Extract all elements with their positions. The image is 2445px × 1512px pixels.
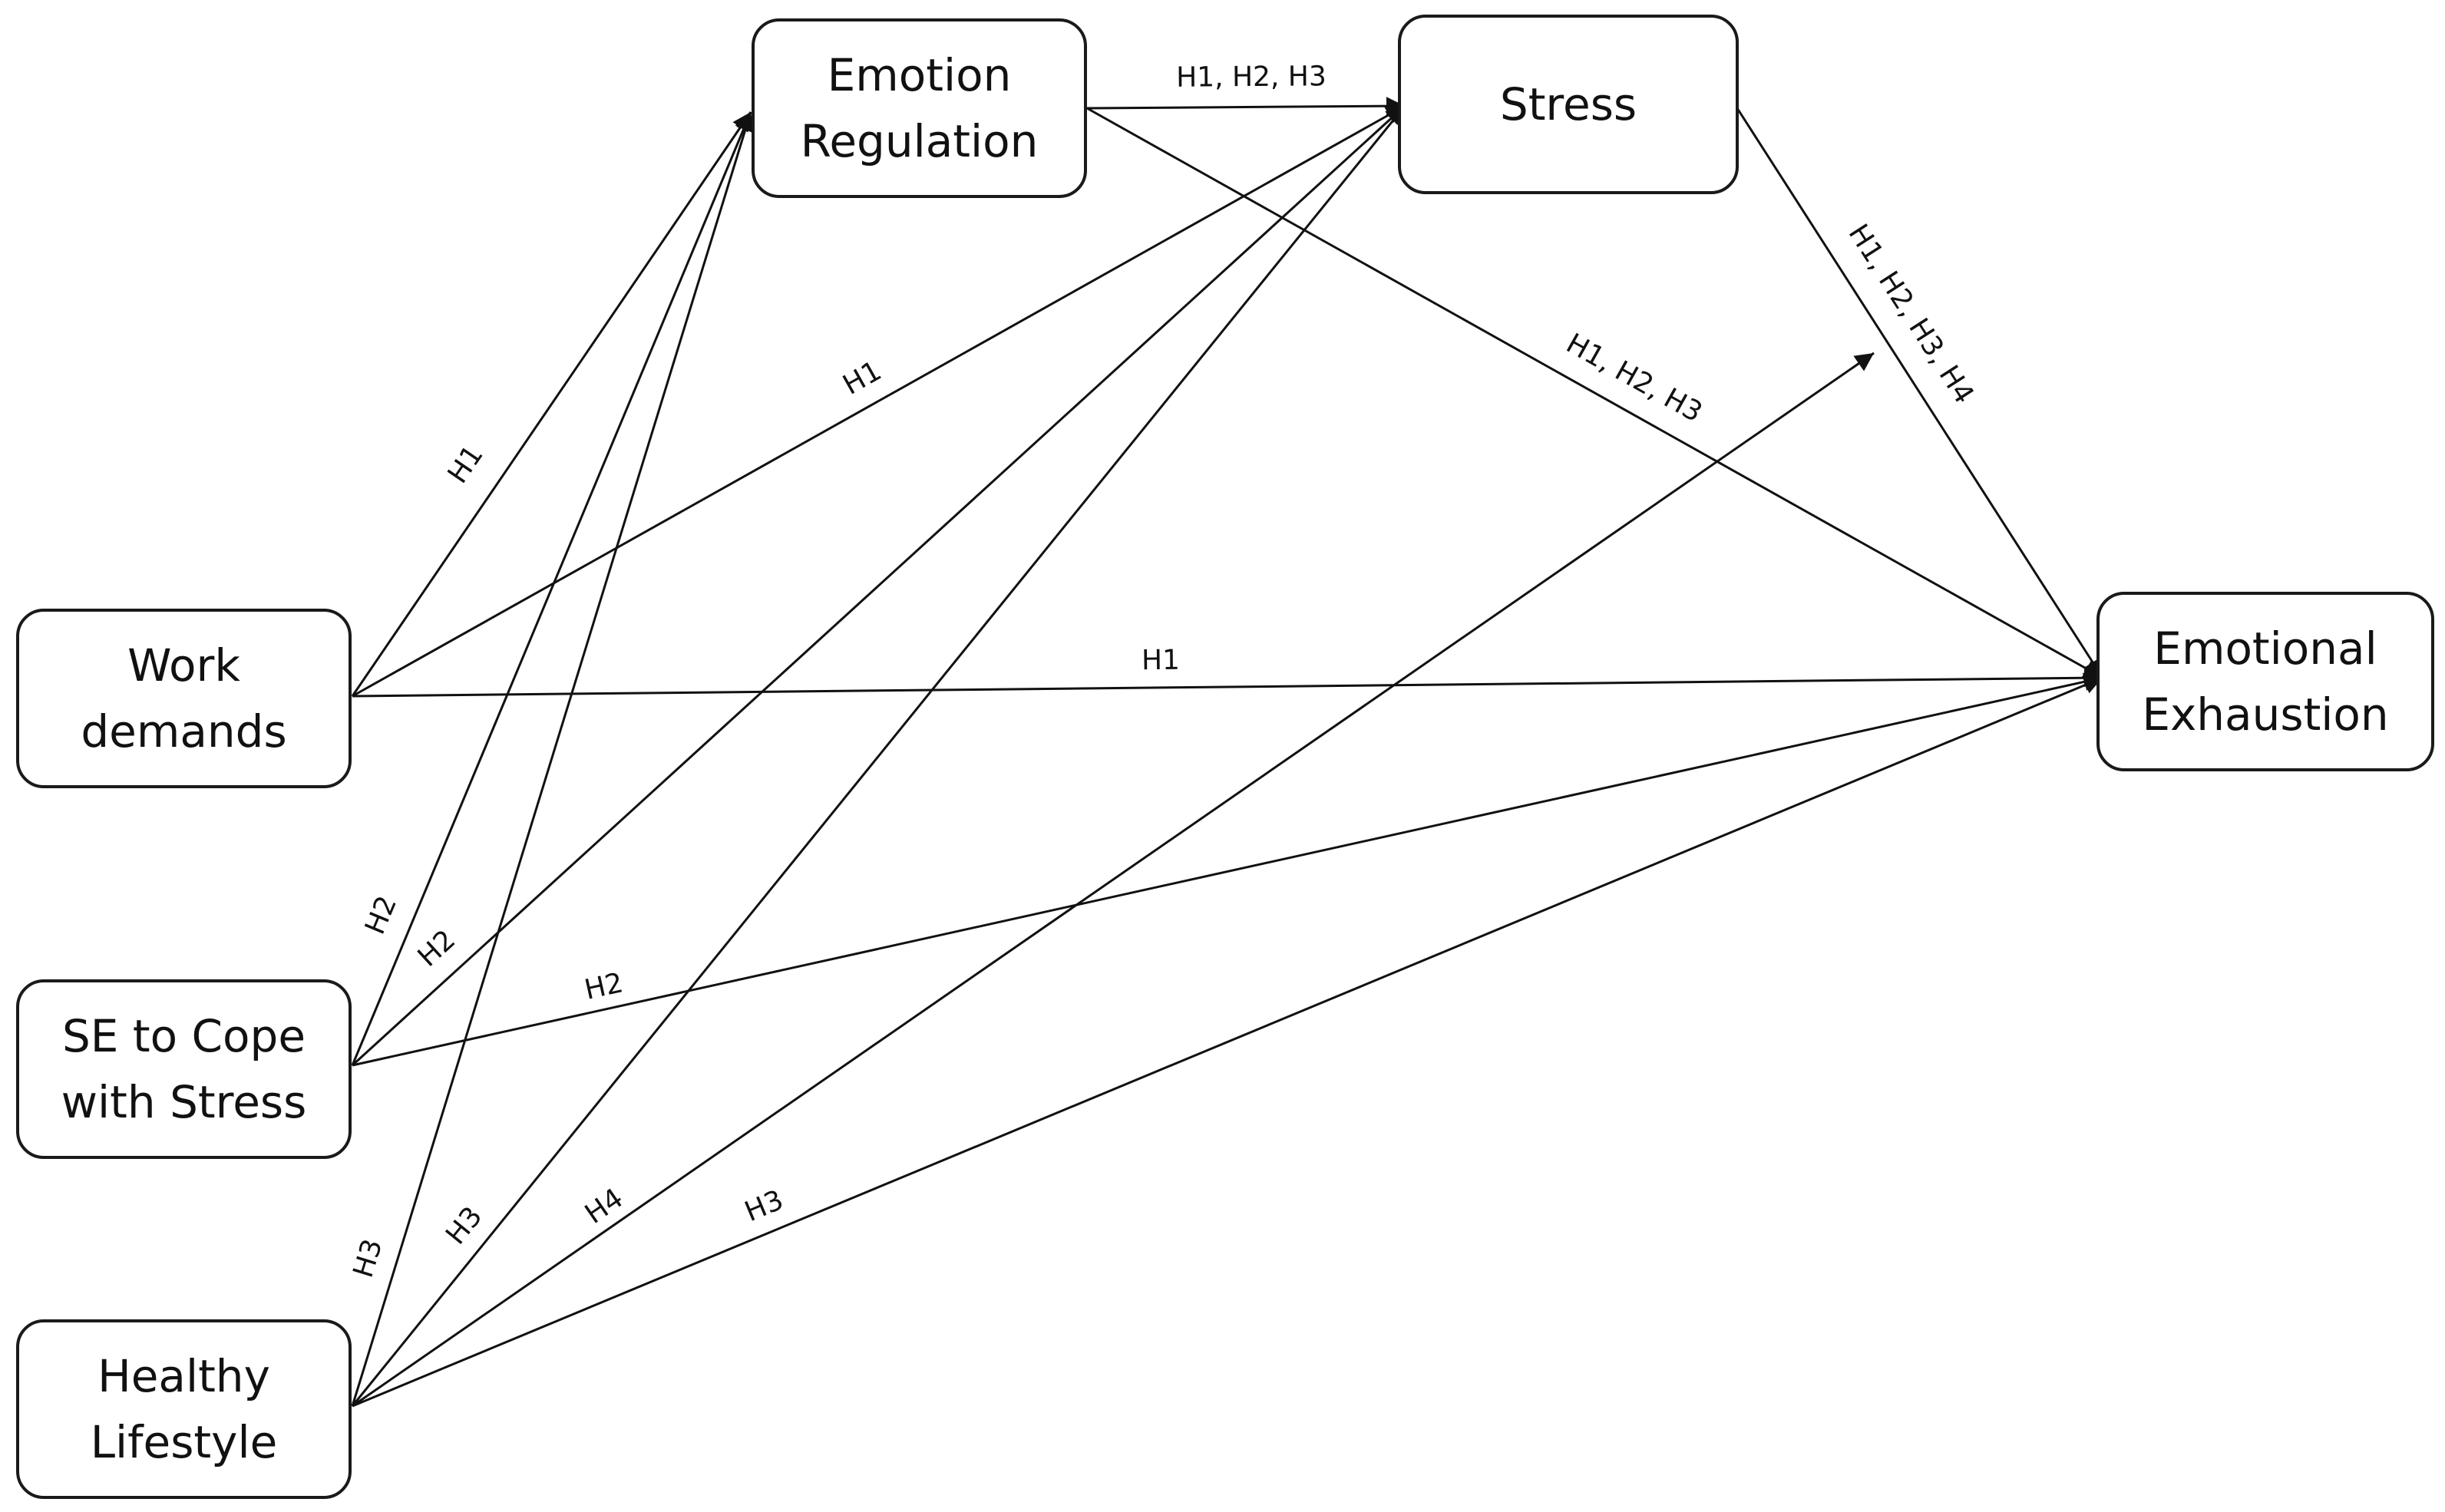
edge-emotion-regulation-to-emotional-exhaustion: [1086, 107, 2103, 679]
edge-work-demands-to-emotional-exhaustion: [352, 669, 2103, 698]
node-box: [16, 609, 352, 788]
node-box: [16, 1319, 352, 1499]
node-label-line: Emotional: [2153, 622, 2377, 675]
edge-emotion-regulation-to-stress: [1086, 97, 1406, 116]
node-se-cope: SE to Cope with Stress: [16, 979, 352, 1159]
edge-label: H2: [412, 924, 462, 973]
node-box: [752, 18, 1087, 198]
edge-se-cope-to-emotional-exhaustion: [352, 672, 2103, 1067]
edge-healthy-lifestyle-to-stress-exhaustion-path: [352, 352, 1875, 1408]
edge-work-demands-to-emotion-regulation: [351, 111, 752, 697]
edge-label: H1, H2, H3: [1176, 61, 1327, 93]
node-label-line: Regulation: [801, 115, 1039, 167]
edge-healthy-lifestyle-to-emotional-exhaustion: [352, 676, 2103, 1408]
edge-label: H1, H2, H3: [1561, 328, 1707, 429]
edge-se-cope-to-stress: [351, 104, 1406, 1067]
edge-work-demands-to-stress: [352, 104, 1406, 698]
edge-healthy-lifestyle-to-stress: [351, 105, 1406, 1407]
edge-label: H4: [580, 1183, 629, 1230]
edge-healthy-lifestyle-to-emotion-regulation: [351, 111, 755, 1407]
node-label-line: Emotion: [828, 49, 1012, 101]
node-box: [16, 979, 352, 1159]
node-label-line: Healthy: [97, 1350, 270, 1402]
node-label-line: Work: [127, 639, 240, 692]
edge-label: H3: [348, 1236, 389, 1282]
node-box: [1398, 15, 1739, 194]
node-label-line: SE to Cope: [62, 1010, 306, 1062]
node-box: [2096, 592, 2434, 771]
edge-label: H3: [440, 1201, 488, 1251]
node-label-line: demands: [81, 705, 286, 758]
node-label-line: Exhaustion: [2142, 688, 2388, 741]
node-work-demands: Work demands: [16, 609, 352, 788]
node-stress: Stress: [1398, 15, 1739, 194]
edge-label: H2: [359, 891, 403, 939]
node-label-line: Stress: [1500, 78, 1637, 130]
edge-label: H1: [1142, 645, 1180, 677]
edge-label: H1: [838, 355, 887, 401]
edge-stress-to-emotional-exhaustion: [1736, 107, 2104, 678]
edges-layer: [351, 97, 2104, 1408]
edge-se-cope-to-emotion-regulation: [351, 111, 752, 1066]
node-label-line: with Stress: [61, 1076, 307, 1128]
edge-label: H3: [740, 1184, 788, 1228]
node-label-line: Lifestyle: [91, 1416, 278, 1468]
edge-label: H2: [582, 967, 626, 1006]
edge-label: H1: [442, 440, 490, 489]
